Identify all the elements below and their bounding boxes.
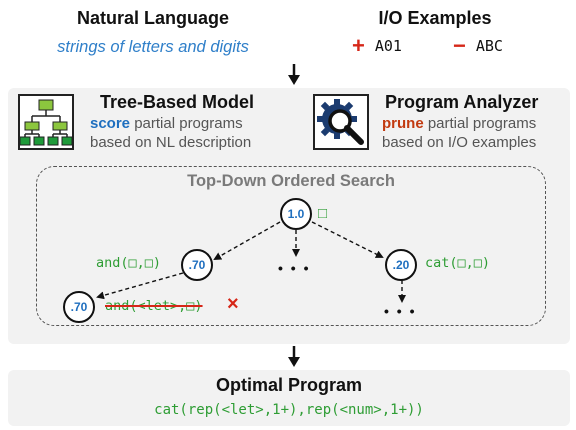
- tree-icon: [18, 94, 74, 150]
- arrow-down-icon: [287, 346, 301, 368]
- natural-language-text: strings of letters and digits: [57, 38, 249, 56]
- optimal-heading: Optimal Program: [215, 375, 363, 395]
- plus-icon: +: [352, 33, 365, 58]
- tree-model-line2: based on NL description: [90, 134, 252, 151]
- root-score-node: 1.0: [280, 198, 312, 230]
- io-positive-value: A01: [374, 37, 402, 55]
- prune-keyword: prune: [382, 115, 424, 132]
- io-negative-value: ABC: [475, 37, 503, 55]
- tree-model-description: score partial programs based on NL descr…: [90, 114, 285, 152]
- optimal-program: cat(rep(<let>,1+),rep(<num>,1+)): [154, 402, 424, 418]
- bottom-right-ellipsis: • • •: [384, 303, 417, 319]
- program-analyzer-line1: partial programs: [423, 115, 537, 132]
- io-negative-example: − ABC: [453, 33, 503, 58]
- tree-model-line1: partial programs: [130, 115, 243, 132]
- middle-ellipsis: • • •: [278, 260, 311, 276]
- score-keyword: score: [90, 115, 131, 132]
- left-program: and(□,□): [96, 255, 162, 271]
- program-analyzer-heading: Program Analyzer: [385, 92, 539, 112]
- optimal-panel: [8, 370, 570, 426]
- program-analyzer-line2: based on I/O examples: [382, 134, 537, 151]
- io-examples-heading: I/O Examples: [378, 8, 492, 28]
- minus-icon: −: [453, 33, 466, 58]
- pruned-x-icon: ×: [227, 293, 239, 315]
- bottom-left-score-node: .70: [63, 291, 95, 323]
- natural-language-heading: Natural Language: [76, 8, 230, 28]
- arrow-down-icon: [287, 64, 301, 86]
- search-box: [36, 166, 546, 326]
- io-positive-example: + A01: [352, 33, 402, 58]
- pruned-program: and(<let>,□): [105, 298, 203, 314]
- left-score-node: .70: [181, 249, 213, 281]
- gear-magnifier-icon: [313, 94, 369, 150]
- search-title: Top-Down Ordered Search: [187, 172, 395, 190]
- tree-model-heading: Tree-Based Model: [100, 92, 255, 112]
- right-score-node: .20: [385, 249, 417, 281]
- root-hole: □: [318, 205, 328, 222]
- program-analyzer-description: prune partial programs based on I/O exam…: [382, 114, 567, 152]
- right-program: cat(□,□): [425, 255, 491, 271]
